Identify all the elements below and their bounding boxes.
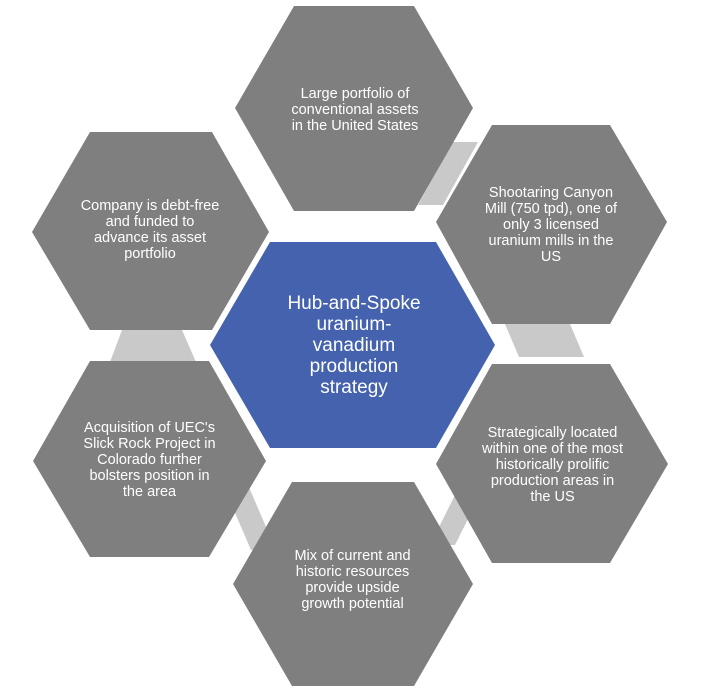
hexagon-top-left xyxy=(32,132,269,330)
hexagon-bottom xyxy=(233,482,473,686)
hexagon-top-text: Large portfolio of conventional assets i… xyxy=(291,86,419,134)
connector-top-to-top-right xyxy=(418,142,478,205)
hexagon-top-left-text: Company is debt-free and funded to advan… xyxy=(80,198,220,262)
hexagon-bottom-right-text: Strategically located within one of the … xyxy=(481,425,624,505)
hexagon-bottom-text: Mix of current and historic resources pr… xyxy=(294,548,411,612)
hexagon-top-right-text: Shootaring Canyon Mill (750 tpd), one of… xyxy=(484,185,618,265)
center-hexagon xyxy=(210,242,495,448)
center-title: Hub-and-Spoke uranium- vanadium producti… xyxy=(287,292,421,398)
hexagon-top xyxy=(235,6,473,211)
connector-top-right-to-bottom-right xyxy=(505,324,584,357)
hexagon-bottom-right xyxy=(436,364,668,563)
hexagon-top-right xyxy=(436,125,667,324)
hexagon-bottom-left xyxy=(33,361,266,557)
hexagon-bottom-left-text: Acquisition of UEC's Slick Rock Project … xyxy=(83,420,216,500)
connector-bottom-left-to-top-left xyxy=(110,330,196,362)
